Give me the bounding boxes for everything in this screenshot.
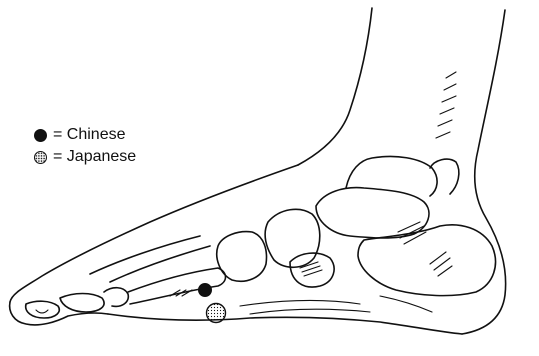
metatarsal-1	[128, 268, 226, 304]
bone-shading-3	[430, 252, 452, 276]
legend-row-japanese: = Japanese	[34, 146, 136, 168]
cuboid-bone	[290, 253, 334, 287]
legend: = Chinese = Japanese	[34, 124, 136, 168]
calcaneus-bone	[358, 225, 495, 296]
leg-hatching	[436, 72, 456, 138]
toe-phalanx-2	[60, 294, 104, 313]
fibula-lower	[430, 159, 459, 194]
chinese-point-marker	[199, 284, 212, 297]
japanese-point-marker	[207, 304, 226, 323]
legend-row-chinese: = Chinese	[34, 124, 136, 146]
cuneiform-bone	[217, 232, 267, 282]
leg-back-outline	[462, 10, 506, 334]
legend-label-japanese: = Japanese	[53, 146, 136, 168]
toe-nail-detail	[36, 310, 48, 313]
leg-front-outline	[298, 8, 372, 165]
sole-tissue-lines	[240, 296, 432, 314]
metatarsal-2	[110, 246, 210, 282]
legend-label-chinese: = Chinese	[53, 124, 126, 146]
stippled-dot-icon	[34, 151, 47, 164]
talus-bone	[316, 188, 429, 238]
bone-shading-1	[300, 262, 322, 276]
navicular-bone	[265, 209, 320, 267]
solid-dot-icon	[34, 129, 47, 142]
toe-phalanx-1	[26, 301, 60, 318]
sole-outline	[108, 314, 462, 334]
toe-joint	[104, 288, 128, 307]
